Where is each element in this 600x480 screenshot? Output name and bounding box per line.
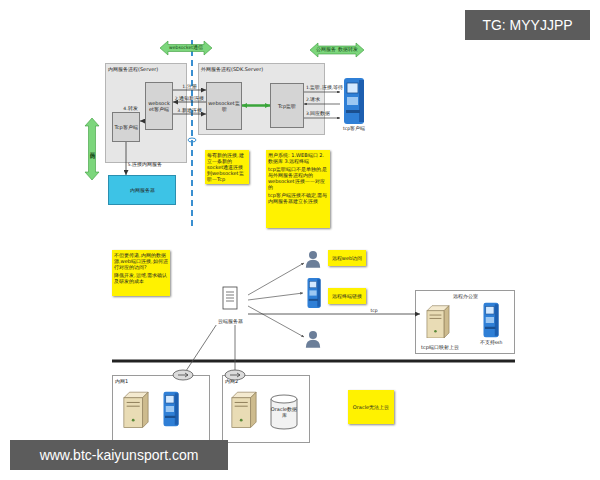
- message-label: 1.监听,连接,等待: [306, 85, 343, 90]
- tcp-line: [304, 118, 340, 119]
- connector: [173, 114, 206, 115]
- green-double-arrow: [310, 43, 364, 57]
- connector: [173, 102, 206, 103]
- access-line: [248, 263, 304, 295]
- access-line: [248, 306, 304, 337]
- node-text: 不但要传递,内网的数据源,web端口连接,如何进行对应的访问?: [114, 252, 168, 270]
- node-text: Oracle无法上云: [353, 404, 389, 410]
- connector-label: 1.注册: [182, 84, 196, 89]
- connector: [248, 314, 420, 315]
- connector: [242, 104, 270, 107]
- terminal-icon: [307, 278, 320, 308]
- database-cylinder: Oracle数据库: [270, 394, 298, 430]
- network-frame: 内网2Oracle数据库: [222, 375, 310, 443]
- arrow-text: websocket通信: [169, 45, 203, 50]
- process-box: Tcp客户端: [112, 112, 140, 142]
- connector-label: 2.通知新连接: [175, 96, 204, 101]
- network-boundary: [112, 360, 515, 363]
- pipe-ring: [188, 138, 196, 142]
- network-frame: 内网1: [112, 375, 210, 443]
- region-heading: 外网服务进程(SDK.Server): [201, 66, 322, 72]
- router-icon: [173, 370, 193, 380]
- watermark: TG: MYYJJPP: [465, 10, 590, 40]
- node-text: Tcp监听: [278, 103, 296, 109]
- connector-label: 5.连接内网服务: [128, 161, 162, 166]
- sticky-note: 远程web访问: [328, 250, 366, 266]
- node-text: websocket客户端: [147, 100, 171, 112]
- node-text: 远程web访问: [332, 255, 362, 261]
- cloud-server: 云端服务器: [212, 283, 248, 325]
- sticky-note: 不但要传递,内网的数据源,web端口连接,如何进行对应的访问? 降低开发,运维,需…: [112, 250, 170, 296]
- firewall-line: [191, 40, 193, 230]
- green-double-arrow: [85, 118, 99, 180]
- process-box: websocket监听: [206, 82, 242, 130]
- server-icon: [427, 306, 449, 338]
- server-icon: [232, 392, 256, 427]
- node-text: 用户系统: 1.WEB端口 2.数据库 3.远程终端: [268, 152, 328, 164]
- node-text: Oracle数据库: [270, 406, 298, 418]
- region-heading: 内网1: [115, 378, 207, 384]
- sticky-note: 远程终端链接: [328, 288, 366, 304]
- device-label: 不支持ssh: [480, 340, 503, 345]
- region-heading: 内网2: [225, 378, 307, 384]
- connector-label: 4.转发: [123, 106, 137, 111]
- server-icon: [124, 392, 148, 427]
- cylinder-top: [271, 395, 297, 403]
- node-text: 云端服务器: [218, 318, 243, 324]
- green-double-arrow: [160, 41, 212, 55]
- access-line: [248, 293, 303, 300]
- node-text: tcp端口映射上云: [421, 344, 459, 350]
- tcp-line: [304, 92, 340, 93]
- node-text: 每有新的连接,建立一条新的socket通道连接到websocket监听一Tcp: [207, 152, 247, 182]
- connector-label: tcp: [370, 308, 377, 313]
- node-text: 内网服务器: [130, 187, 155, 193]
- node-text: tcp监听端口不是单独的,是与外网服务进程内的websocket连接一一对应的: [268, 166, 328, 190]
- device-label: tcp客户端: [343, 126, 365, 131]
- connector: [140, 121, 145, 122]
- connector: [183, 325, 216, 375]
- node-text: 远程终端链接: [332, 293, 362, 299]
- sticky-note: 每有新的连接,建立一条新的socket通道连接到websocket监听一Tcp: [205, 150, 249, 184]
- sticky-note: 用户系统: 1.WEB端口 2.数据库 3.远程终端 tcp监听端口不是单独的,是…: [266, 150, 330, 228]
- watermark: www.btc-kaiyunsport.com: [10, 440, 228, 470]
- process-box: Tcp监听: [270, 83, 304, 128]
- sticky-note: Oracle无法上云: [348, 390, 394, 424]
- message-label: 2.请求: [306, 97, 320, 102]
- message-label: 3.回应数据: [306, 111, 330, 116]
- tcp-line: [304, 104, 340, 105]
- person-icon: [306, 251, 320, 268]
- connector-label: 3.新建连接: [177, 108, 201, 113]
- region-heading: 内网服务进程(Server): [108, 66, 184, 72]
- cylinder-body: [271, 399, 297, 429]
- terminal-icon: [484, 303, 499, 338]
- node-text: Tcp客户端: [114, 124, 137, 130]
- region-heading: 远程办公室: [418, 293, 512, 299]
- process-box: websocket客户端: [145, 82, 173, 130]
- terminal-icon: [164, 392, 179, 427]
- node-text: tcp客户端连接不确定,需与内网服务器建立长连接: [268, 192, 328, 204]
- connector: [173, 90, 206, 91]
- router-icon: [225, 370, 245, 380]
- terminal-icon: [344, 78, 364, 124]
- arrow-text: 公网服务 数据转发: [316, 47, 357, 52]
- process-region: 内网服务进程(Server) websocket客户端 Tcp客户端: [105, 63, 187, 163]
- connector: [235, 325, 236, 375]
- node-text: websocket监听: [208, 100, 240, 112]
- cloud-server-icon: [223, 287, 237, 309]
- server-box: 内网服务器: [108, 175, 176, 205]
- connector: [126, 142, 127, 175]
- person-icon: [306, 331, 320, 348]
- node-text: 降低开发,运维,需求确认及研发的成本: [114, 272, 168, 284]
- server-node: tcp端口映射上云: [420, 303, 460, 351]
- process-region: 外网服务进程(SDK.Server) websocket监听 Tcp监听: [198, 63, 325, 135]
